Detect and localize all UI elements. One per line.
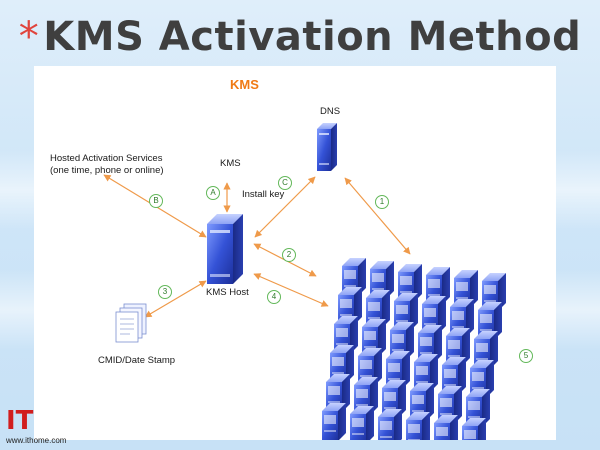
client-computer	[322, 403, 346, 440]
dns-label: DNS	[320, 106, 341, 117]
arrow-4	[253, 273, 329, 307]
client-computer	[406, 412, 430, 440]
client-computer	[350, 406, 374, 440]
client-computer	[434, 415, 458, 440]
client-computers-icon	[322, 258, 506, 440]
kms-host-server-icon	[207, 214, 243, 284]
diagram-canvas	[103, 123, 506, 440]
install-key-label: Install key	[242, 189, 285, 200]
watermark-url: www.ithome.com	[6, 436, 67, 445]
step-badge-c: C	[278, 176, 292, 190]
step-badge-3: 3	[158, 285, 172, 299]
step-badge-5: 5	[519, 349, 533, 363]
hosted-services-label-line1: Hosted Activation Services	[50, 153, 163, 164]
site-watermark: IT www.ithome.com	[4, 404, 114, 450]
slide-title: *KMS Activation Method	[0, 14, 600, 60]
dns-server-icon	[317, 123, 337, 171]
slide-title-text: KMS Activation Method	[43, 14, 582, 60]
step-badge-1: 1	[375, 195, 389, 209]
arrow-c	[254, 176, 316, 238]
document-stack-icon	[115, 303, 147, 343]
diagram-panel: KMS DNS Hosted Activation Services (one …	[34, 66, 556, 440]
arrow-3	[144, 280, 207, 318]
kms-host-label: KMS Host	[206, 287, 249, 298]
cmid-label: CMID/Date Stamp	[98, 355, 176, 366]
kms-label: KMS	[220, 158, 241, 169]
watermark-brand: IT	[6, 406, 34, 436]
step-badge-a: A	[206, 186, 220, 200]
diagram-title: KMS	[230, 77, 259, 92]
title-asterisk: *	[18, 14, 40, 60]
step-badge-2: 2	[282, 248, 296, 262]
step-badge-4: 4	[267, 290, 281, 304]
step-badge-b: B	[149, 194, 163, 208]
hosted-services-label-line2: (one time, phone or online)	[50, 165, 164, 176]
client-computer	[462, 418, 486, 440]
arrow-1	[344, 177, 411, 255]
client-computer	[378, 409, 402, 440]
